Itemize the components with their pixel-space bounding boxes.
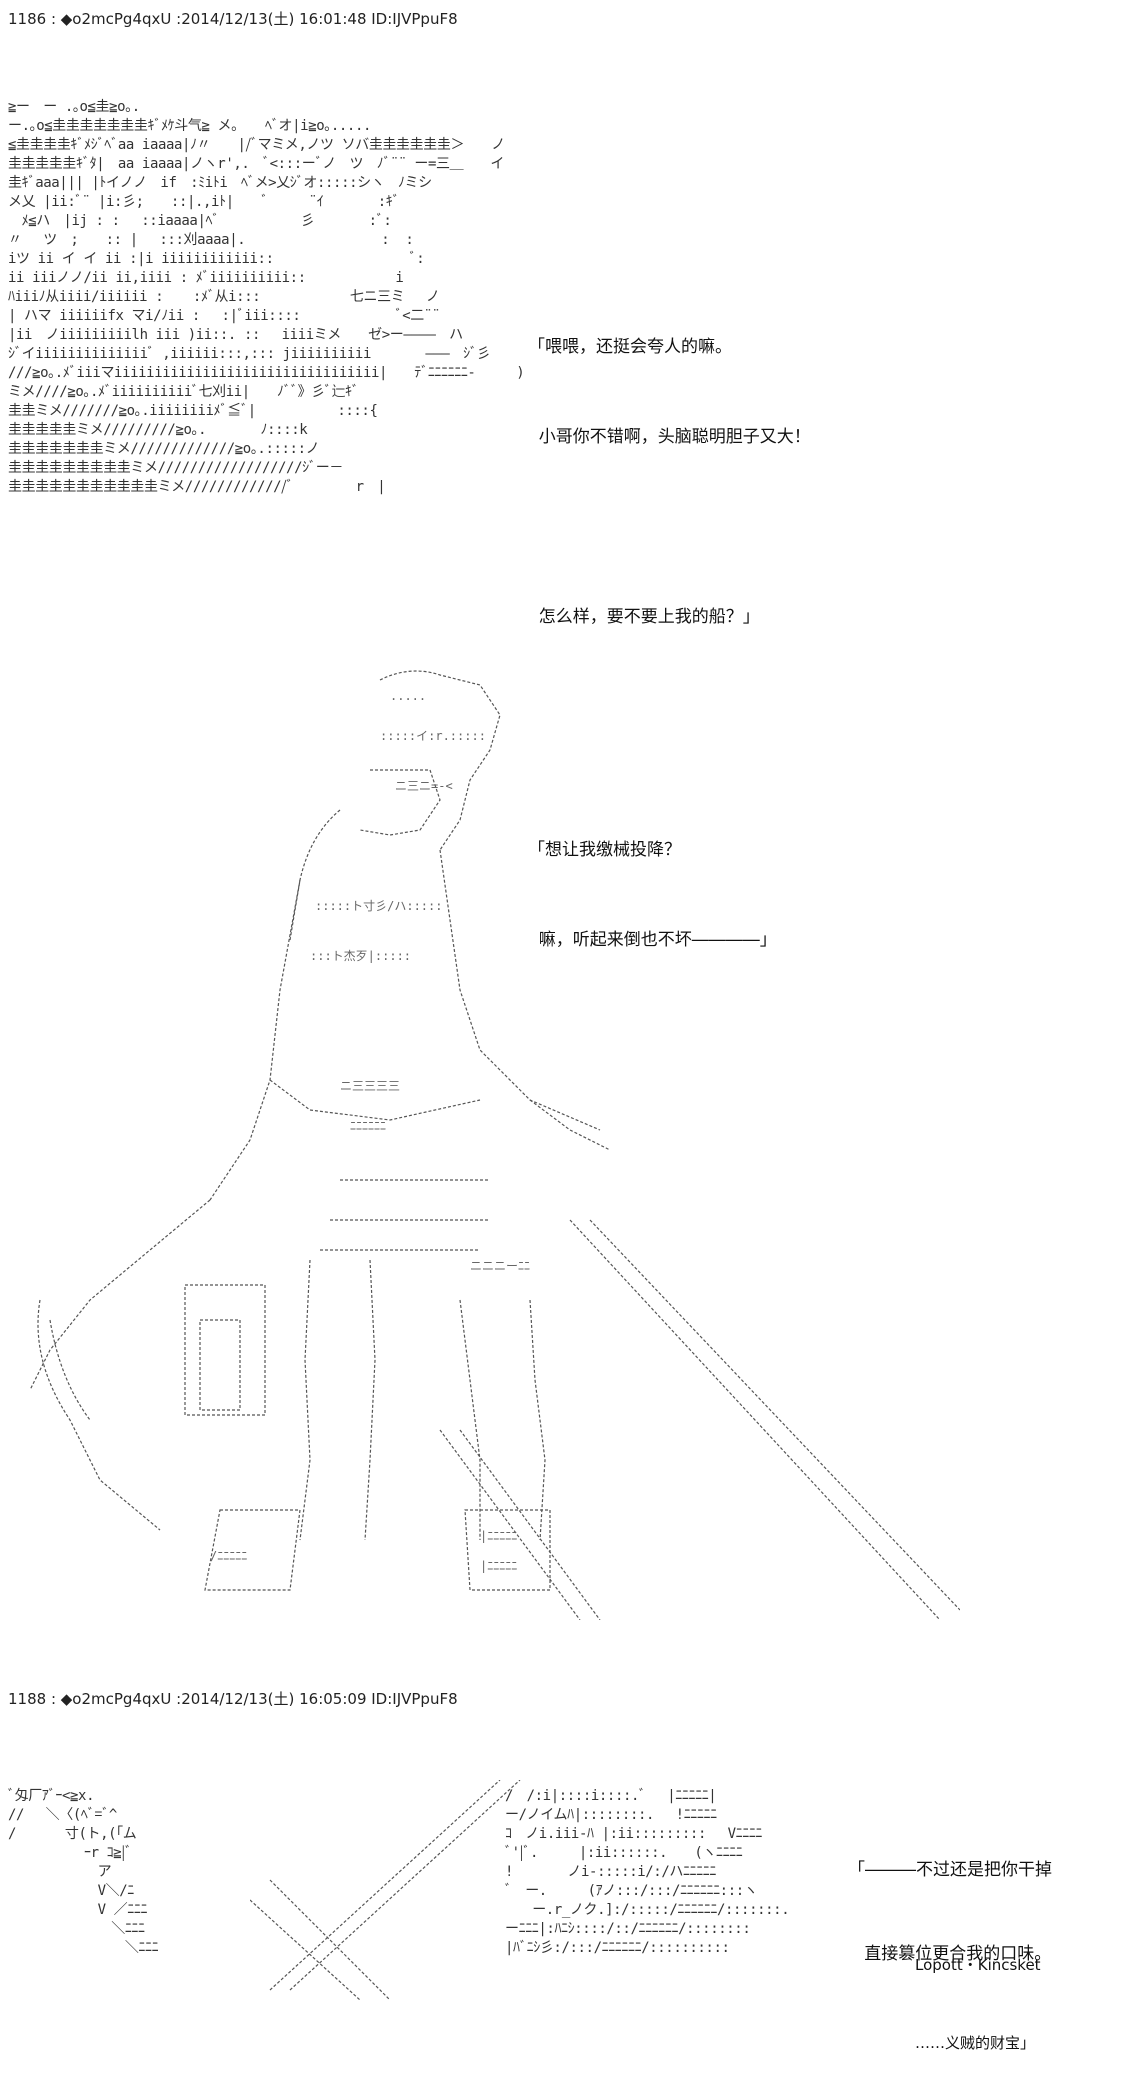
dialog-surrender: 「想让我缴械投降？ 嘛，听起来倒也不坏――――」 [528,775,777,985]
ascii-art-left: ﾞ匁厂ｱﾞｰ<≧x. // ＼〈(ﾍﾞ=ﾞ^ / 寸(ト,(「ム ｰr ｺ≧|ﾞ… [8,1788,159,1956]
dialog-usurp: 「―――不过还是把你干掉 直接篡位更合我的口味。 [848,1800,1052,1996]
svg-text:/ﾆﾆﾆﾆﾆ: /ﾆﾆﾆﾆﾆ [210,1549,247,1563]
ascii-art-pirate: ≧ー ー .｡o≦圭≧o｡. ー.｡o≦圭圭圭圭圭圭圭ｷﾞﾒｹ斗气≧ メ。 ﾍﾞ… [8,99,525,495]
dialog-line: 嘛，听起来倒也不坏――――」 [528,930,777,950]
svg-text:|ﾆﾆﾆﾆﾆ: |ﾆﾆﾆﾆﾆ [480,1529,517,1543]
svg-text:.....: ..... [390,689,426,703]
dialog-line: 「想让我缴械投降？ [528,840,681,860]
svg-text::::ト杰歹|:::::: :::ト杰歹|::::: [310,949,411,963]
svg-text:ニ三ニ=‐<: ニ三ニ=‐< [395,779,453,793]
crossed-swords-ascii [250,1780,550,2000]
dialog-line: 怎么样，要不要上我的船？」 [528,607,760,627]
swordsman-ascii-figure: ..... :::::イ:r.::::: ニ三ニ=‐< :::::ト寸彡/ハ::… [10,660,960,1620]
caption-line: ……义贼的财宝」 [915,2034,1036,2052]
ascii-art-right: / /:i|::::i::::.ﾞ |ﾆﾆﾆﾆﾆ| ー/ノイムﾊ|:::::::… [505,1788,790,1956]
svg-text:ﾆﾆﾆﾆﾆﾆ: ﾆﾆﾆﾆﾆﾆ [350,1119,386,1133]
svg-text:|ﾆﾆﾆﾆﾆ: |ﾆﾆﾆﾆﾆ [480,1559,517,1573]
caption-treasure: Lopott・Kincsket ……义贼的财宝」 [915,1900,1041,2082]
dialog-pirate-invite: 「喂喂，还挺会夸人的嘛。 小哥你不错啊，头脑聪明胆子又大！ 怎么样，要不要上我的… [528,272,811,662]
dialog-line [528,512,811,542]
svg-text::::::イ:r.:::::: :::::イ:r.::::: [380,729,486,743]
dialog-line: 小哥你不错啊，头脑聪明胆子又大！ [528,427,811,447]
dialog-line: 「喂喂，还挺会夸人的嘛。 [528,337,732,357]
svg-text:ニ三三三三: ニ三三三三 [340,1079,400,1093]
dialog-line: 「―――不过还是把你干掉 [848,1860,1052,1880]
caption-line: Lopott・Kincsket [915,1956,1041,1974]
dialog-line: 直接篡位更合我的口味。 [848,1944,1052,1964]
svg-text::::::ト寸彡/ハ:::::: :::::ト寸彡/ハ::::: [315,899,442,913]
post-header-1186: 1186 : ◆o2mcPg4qxU :2014/12/13(土) 16:01:… [8,10,458,28]
svg-text:ニニニーﾆﾆ: ニニニーﾆﾆ [470,1259,530,1273]
post-header-1188: 1188 : ◆o2mcPg4qxU :2014/12/13(土) 16:05:… [8,1690,458,1708]
